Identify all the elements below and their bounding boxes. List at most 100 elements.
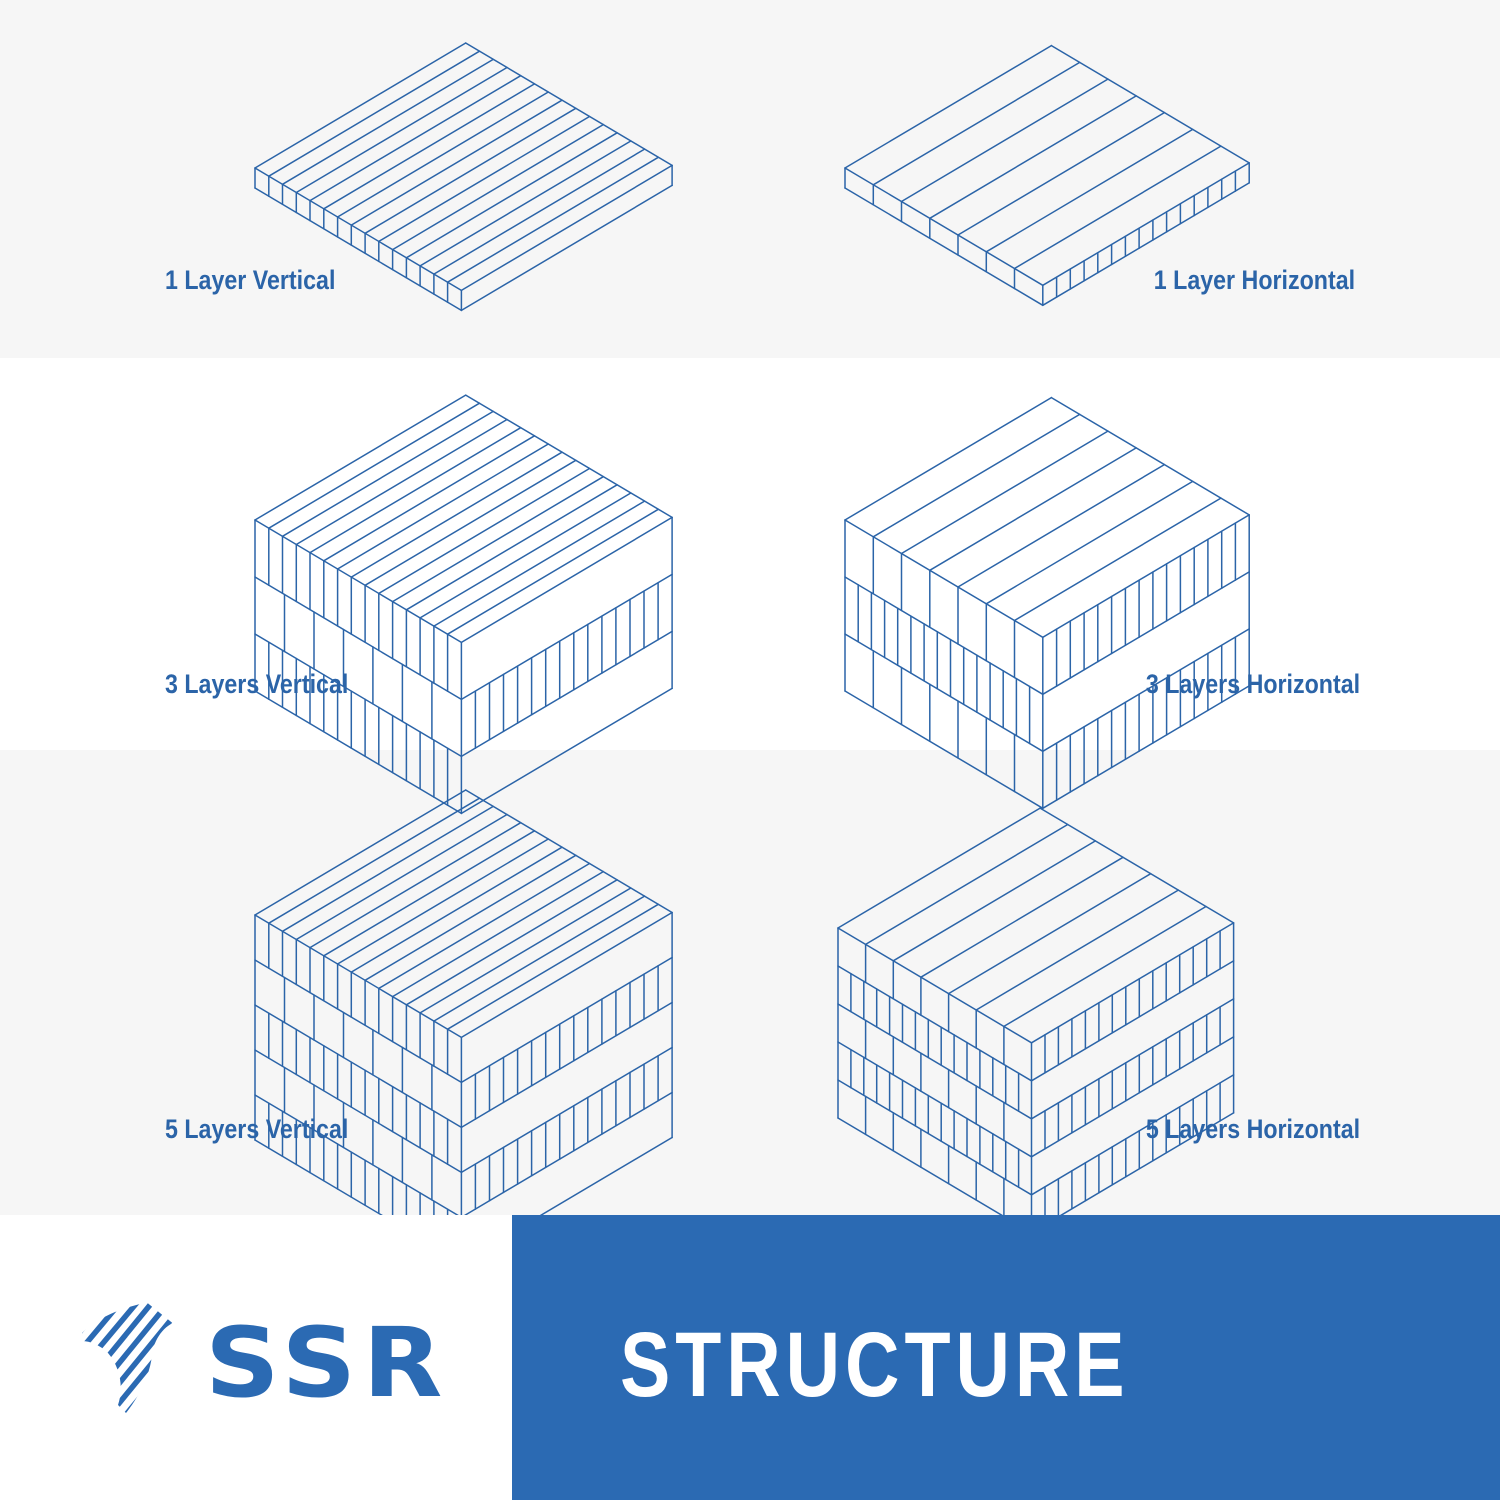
board-line: [295, 418, 508, 546]
board-line: [464, 394, 673, 519]
board-line: [837, 1079, 1033, 1196]
board-line: [1013, 497, 1222, 622]
board-line: [1050, 396, 1250, 516]
board-line: [1050, 44, 1250, 164]
board-line: [323, 830, 536, 957]
board-line: [446, 508, 660, 635]
board-line: [844, 44, 1053, 169]
board-line: [378, 862, 591, 990]
label-5-layers-vertical: 5 Layers Vertical: [165, 1114, 349, 1144]
board-line: [1042, 571, 1250, 696]
board-line: [460, 164, 673, 292]
board-line: [309, 426, 522, 554]
board-line: [254, 633, 463, 758]
board-line: [364, 107, 577, 235]
board-line: [920, 856, 1124, 978]
diagram-1-layer-horizontal: [844, 44, 1250, 307]
board-line: [464, 789, 673, 914]
board-line: [1003, 905, 1207, 1028]
row-band-2: [0, 358, 1500, 750]
board-line: [254, 1049, 463, 1174]
board-line: [1030, 1036, 1235, 1158]
board-line: [254, 959, 463, 1084]
brand-name: SSR: [205, 1307, 449, 1419]
board-line: [837, 1117, 1033, 1234]
board-line: [391, 123, 605, 251]
board-line: [1042, 514, 1250, 639]
board-line: [433, 148, 646, 275]
board-line: [309, 821, 522, 949]
board-line: [844, 519, 1044, 639]
footer-brand-area: [0, 1215, 512, 1500]
board-line: [900, 78, 1109, 203]
board-line: [254, 519, 463, 644]
board-line: [323, 83, 536, 210]
board-line: [947, 872, 1152, 995]
board-line: [985, 480, 1194, 605]
label-1-layer-vertical: 1 Layer Vertical: [165, 265, 336, 295]
board-line: [844, 576, 1044, 696]
board-line: [464, 42, 673, 167]
footer-title-area: [512, 1215, 1500, 1500]
ssr-logo-icon: [82, 1299, 178, 1413]
board-line: [1030, 998, 1235, 1120]
board-line: [446, 156, 660, 283]
board-line: [460, 956, 673, 1084]
board-line: [1030, 1112, 1235, 1234]
board-line: [350, 451, 563, 578]
board-line: [460, 573, 673, 701]
board-line: [460, 911, 673, 1039]
board-line: [254, 167, 463, 292]
board-line: [1042, 162, 1250, 287]
diagram-5-layers-horizontal: [837, 807, 1235, 1234]
board-line: [336, 443, 550, 570]
board-line: [254, 42, 467, 169]
board-line: [460, 687, 673, 815]
board-line: [929, 95, 1137, 220]
board-line: [419, 140, 632, 267]
diagram-3-layers-vertical: [254, 394, 673, 815]
board-line: [837, 927, 1033, 1044]
board-line: [391, 475, 605, 603]
board-line: [281, 805, 494, 933]
board-line: [837, 1041, 1033, 1158]
board-line: [1042, 182, 1250, 307]
board-line: [837, 1003, 1033, 1120]
board-line: [872, 413, 1081, 538]
board-line: [985, 128, 1194, 253]
label-1-layer-horizontal: 1 Layer Horizontal: [1153, 265, 1355, 295]
row-band-3: [0, 750, 1500, 1215]
board-line: [391, 870, 605, 998]
board-line: [446, 903, 660, 1030]
board-line: [336, 91, 550, 218]
board-line: [460, 1091, 673, 1219]
board-line: [957, 111, 1166, 236]
label-3-layers-vertical: 3 Layers Vertical: [165, 669, 349, 699]
diagram-1-layer-vertical: [254, 42, 673, 312]
board-line: [975, 889, 1180, 1011]
board-line: [1042, 628, 1250, 753]
board-line: [844, 690, 1044, 810]
board-line: [844, 167, 1044, 287]
board-line: [892, 840, 1097, 962]
board-line: [254, 394, 467, 521]
board-line: [281, 410, 494, 538]
board-line: [254, 789, 467, 916]
board-line: [419, 887, 632, 1014]
board-line: [405, 132, 618, 259]
label-5-layers-horizontal: 5 Layers Horizontal: [1145, 1114, 1360, 1144]
board-line: [957, 463, 1166, 588]
board-line: [900, 430, 1109, 555]
board-line: [460, 516, 673, 644]
board-line: [281, 58, 494, 186]
board-line: [268, 402, 481, 529]
board-line: [1030, 922, 1235, 1044]
board-line: [419, 492, 632, 619]
board-line: [929, 447, 1137, 572]
board-line: [254, 690, 463, 815]
board-line: [1013, 145, 1222, 270]
board-line: [1030, 960, 1235, 1082]
board-line: [433, 895, 646, 1022]
board-line: [268, 797, 481, 924]
board-line: [872, 61, 1081, 186]
